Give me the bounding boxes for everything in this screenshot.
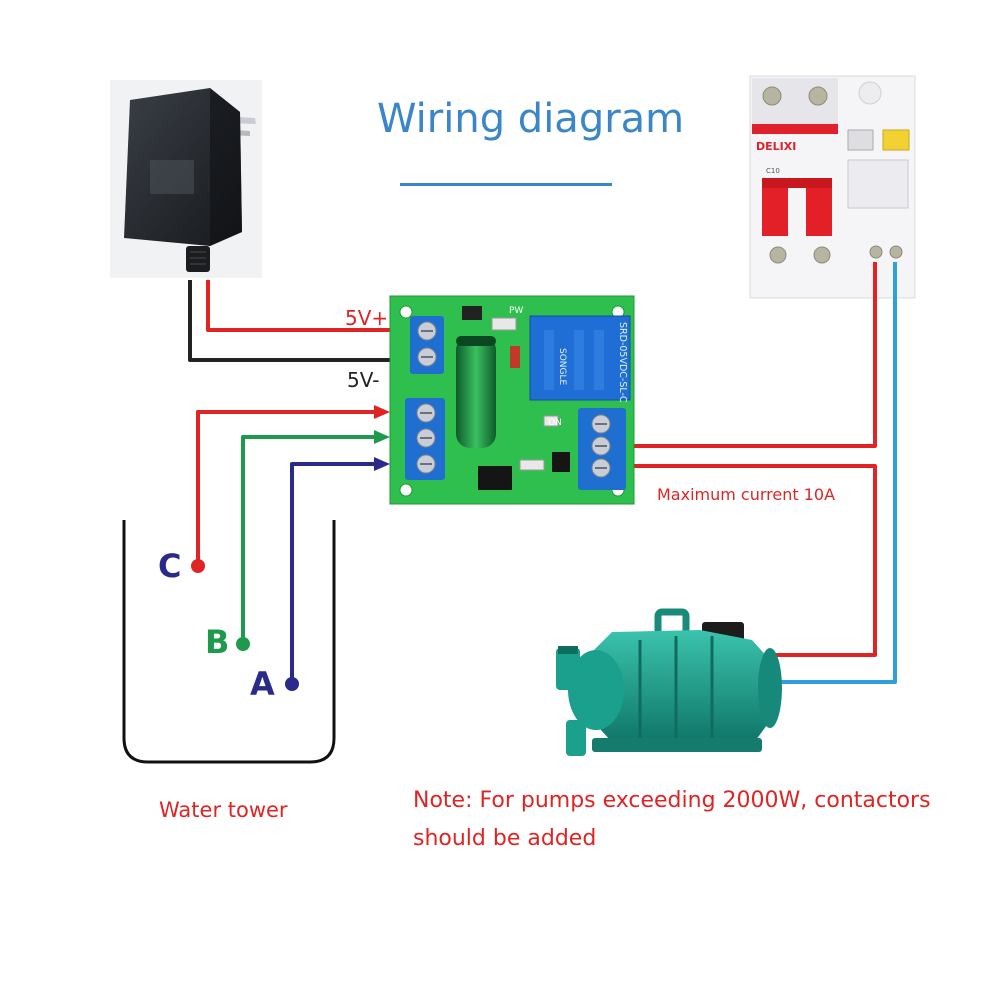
arrow-probe-c (374, 405, 390, 419)
breaker-brand: DELIXI (756, 140, 796, 153)
breaker-toggle (806, 184, 832, 236)
relay-model: SRD-05VDC-SL-C (617, 322, 628, 403)
title-underline (400, 183, 612, 186)
board-label-pw: PW (509, 306, 523, 316)
diagram-title: Wiring diagram (377, 96, 685, 142)
breaker-toggle (762, 184, 788, 236)
probe-b-label: B (205, 623, 230, 661)
relay: SRD-05VDC-SL-C SONGLE (529, 315, 631, 403)
water-tower (122, 520, 336, 764)
arrow-probe-a (374, 457, 390, 471)
pump-head (568, 650, 624, 730)
wire-5v-negative (188, 280, 392, 362)
breaker-model: C10 (766, 167, 780, 175)
capacitor (456, 336, 496, 448)
power-adapter (110, 80, 262, 278)
pump-inlet (566, 720, 586, 756)
led (543, 415, 559, 427)
resistor (519, 459, 545, 471)
label-5v-negative: 5V- (347, 368, 380, 392)
probe-terminal-block (405, 398, 445, 480)
relay-terminal-block (578, 408, 626, 490)
max-current-label: Maximum current 10A (657, 485, 836, 504)
probe-a-label: A (250, 665, 275, 703)
wire-breaker-to-pump (772, 262, 897, 684)
pump-note: Note: For pumps exceeding 2000W, contact… (413, 782, 931, 858)
ic-chip (552, 452, 570, 472)
resistor (491, 317, 517, 331)
water-pump (556, 608, 782, 756)
probe-c-label: C (158, 547, 182, 585)
water-tower-label: Water tower (159, 798, 288, 822)
transistor (462, 306, 482, 320)
diode (510, 346, 520, 368)
ic-chip (478, 466, 512, 490)
power-terminal-block (410, 316, 444, 374)
board-label-on: ON (548, 418, 562, 428)
arrow-probe-b (374, 430, 390, 444)
pump-motor (592, 630, 772, 740)
wire-5v-positive (206, 280, 392, 332)
wire-relay-to-pump (622, 464, 877, 657)
label-5v-positive: 5V+ (345, 306, 389, 330)
pump-note-line-2: should be added (413, 826, 597, 851)
wire-probe-b (241, 435, 378, 644)
pump-outlet (556, 648, 580, 690)
wires (188, 262, 897, 684)
wire-probe-a (290, 462, 378, 684)
wire-probe-c (196, 410, 378, 566)
adapter-label (150, 160, 194, 194)
probe-a-dot (285, 677, 299, 691)
probe-c-dot (191, 559, 205, 573)
relay-brand: SONGLE (557, 348, 567, 386)
pump-note-line-1: Note: For pumps exceeding 2000W, contact… (413, 788, 931, 813)
probe-b-dot (236, 637, 250, 651)
wire-relay-to-breaker (622, 262, 877, 448)
pump-base (592, 738, 762, 752)
controller-board: PW ON SRD-05VDC-SL-C SONGLE (389, 295, 635, 505)
circuit-breaker: DELIXI C10 (749, 75, 916, 299)
